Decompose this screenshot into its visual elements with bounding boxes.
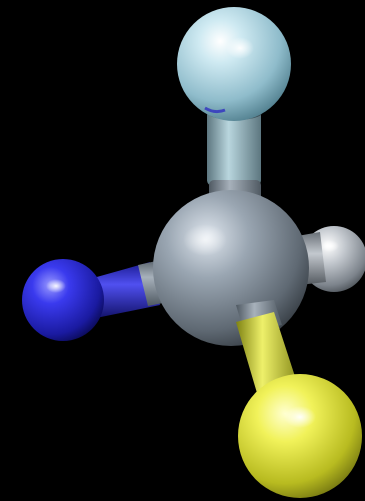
atom-central [153, 190, 309, 346]
atom-top [177, 7, 291, 121]
atom-bottom-right [238, 374, 362, 498]
atom-left [22, 259, 104, 341]
